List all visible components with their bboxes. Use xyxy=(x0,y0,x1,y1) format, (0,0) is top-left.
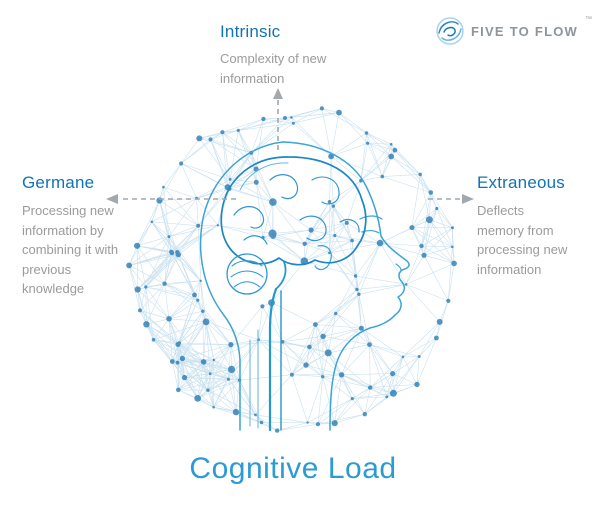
head-profile-illustration xyxy=(199,141,410,432)
logo-word-five: FIVE xyxy=(471,23,505,39)
network-sphere xyxy=(126,106,457,433)
germane-label: Germane xyxy=(22,173,95,192)
intrinsic-description: Complexity of new information xyxy=(220,51,327,86)
intrinsic-label: Intrinsic xyxy=(220,22,281,41)
arrow-right-head-icon xyxy=(462,194,474,204)
trademark-symbol: ™ xyxy=(585,16,592,23)
page-title: Cognitive Load xyxy=(189,452,397,485)
logo-word-flow: FLOW xyxy=(534,23,578,39)
extraneous-label: Extraneous xyxy=(477,173,565,192)
arrow-left-head-icon xyxy=(106,194,118,204)
arrow-up-head-icon xyxy=(273,88,283,99)
logo-word-to: TO xyxy=(509,23,530,39)
swirl-logo-icon xyxy=(436,17,464,45)
extraneous-description: Deflects memory from processing new info… xyxy=(477,203,568,277)
logo-wordmark: FIVE TO FLOW xyxy=(471,24,578,39)
five-to-flow-logo: FIVE TO FLOW ™ xyxy=(435,16,592,46)
germane-description: Processing new information by combining … xyxy=(22,203,119,296)
